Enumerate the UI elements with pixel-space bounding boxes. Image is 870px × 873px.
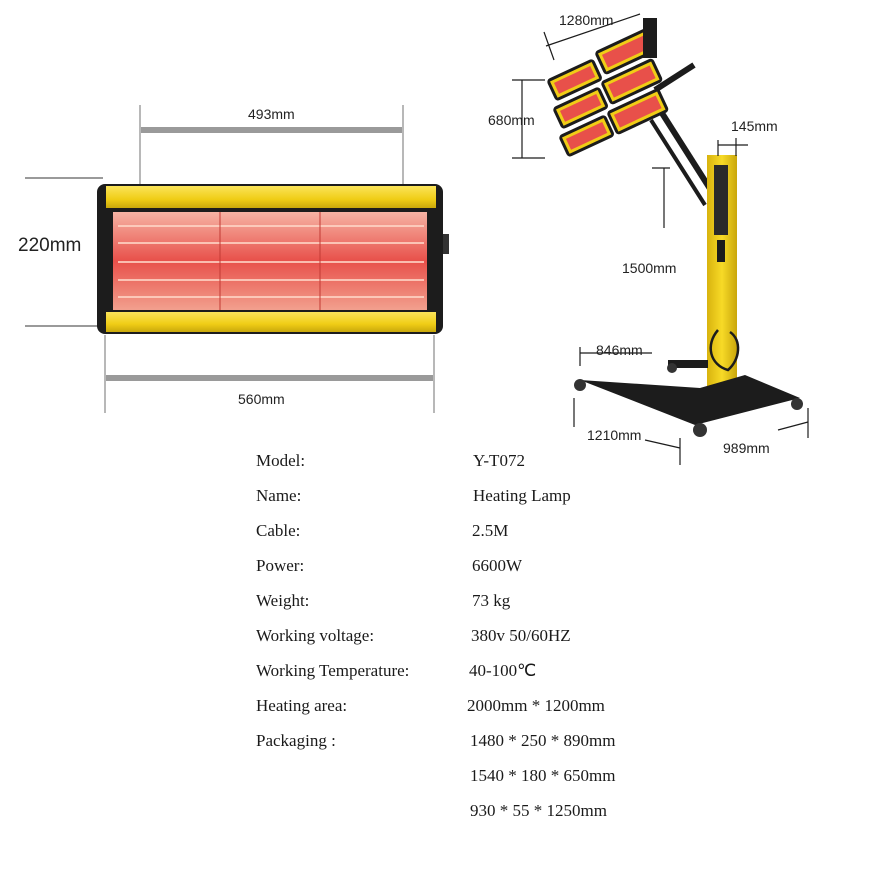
- dim-label-1210: 1210mm: [587, 427, 642, 443]
- spec-value: 73 kg: [472, 591, 511, 610]
- spec-label: Packaging :: [256, 731, 336, 750]
- spec-label: Model:: [256, 451, 306, 470]
- dim-label-493: 493mm: [248, 106, 295, 122]
- dim-label-680: 680mm: [488, 112, 535, 128]
- stand-heater: [512, 13, 809, 465]
- spec-label: Name:: [256, 486, 302, 505]
- spec-label: Power:: [256, 556, 305, 575]
- dim-label-560: 560mm: [238, 391, 285, 407]
- spec-value: 930 * 55 * 1250mm: [470, 801, 607, 820]
- spec-label: Cable:: [256, 521, 301, 540]
- dim-label-989: 989mm: [723, 440, 770, 456]
- spec-label: Working voltage:: [256, 626, 375, 645]
- spec-value: 1540 * 180 * 650mm: [470, 766, 616, 785]
- spec-value: 6600W: [472, 556, 523, 575]
- dim-label-1280: 1280mm: [559, 12, 614, 28]
- spec-label: Heating area:: [256, 696, 348, 715]
- lamp-bottom-rail: [106, 312, 436, 332]
- dim-label-145: 145mm: [731, 118, 778, 134]
- dim-label-1500: 1500mm: [622, 260, 677, 276]
- spec-value: Heating Lamp: [473, 486, 571, 505]
- spec-label: Working Temperature:: [256, 661, 410, 680]
- single-heater-lamp: [25, 105, 449, 413]
- spec-value: 380v 50/60HZ: [471, 626, 571, 645]
- spec-value: 1480 * 250 * 890mm: [470, 731, 616, 750]
- stand-dimension-lines: [512, 13, 809, 465]
- dimension-line-220: [25, 177, 103, 327]
- control-panel: [714, 165, 728, 235]
- stand-base: [580, 375, 800, 425]
- heater-heads: [547, 18, 669, 157]
- spec-value: 2000mm * 1200mm: [467, 696, 605, 715]
- spec-label: Weight:: [256, 591, 310, 610]
- lamp-top-rail: [106, 186, 436, 208]
- dim-label-220: 220mm: [18, 235, 82, 256]
- spec-value: 2.5M: [472, 521, 509, 540]
- spec-value: 40-100℃: [469, 661, 537, 680]
- spec-value: Y-T072: [473, 451, 525, 470]
- dim-label-846: 846mm: [596, 342, 643, 358]
- dimension-line-560: [104, 335, 435, 413]
